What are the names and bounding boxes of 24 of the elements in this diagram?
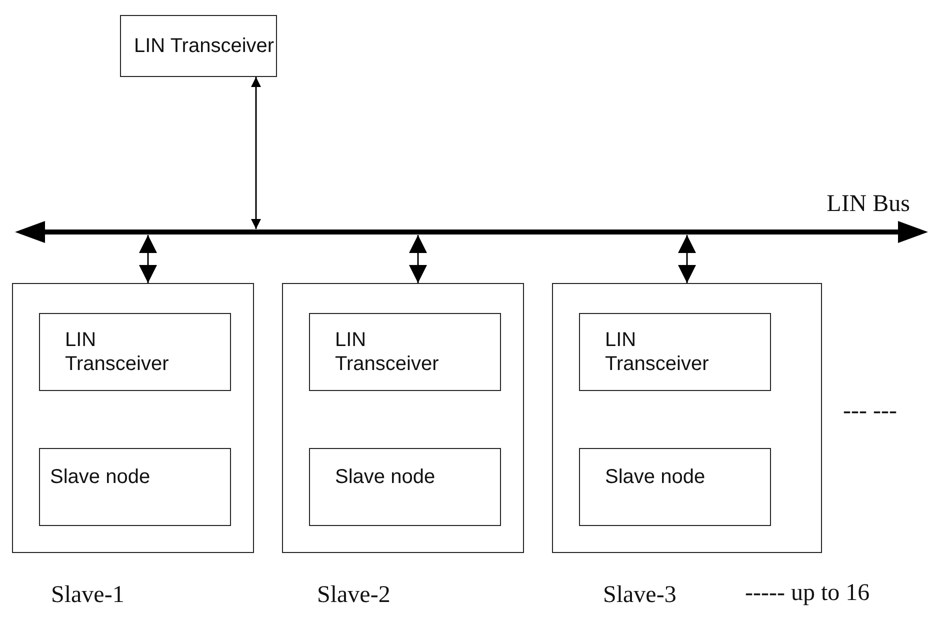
slave-node-box: [309, 448, 501, 526]
box-label: Slave node: [335, 465, 436, 489]
box-label: LIN Transceiver: [65, 328, 170, 376]
slave-title: Slave-1: [51, 582, 124, 609]
box-label: Slave node: [605, 465, 706, 489]
transceiver-box: [39, 313, 231, 391]
double-arrow: [409, 235, 427, 283]
note: ----- up to 16: [745, 580, 870, 607]
slave-node-box: [39, 448, 231, 526]
box-label: LIN Transceiver: [605, 328, 710, 376]
transceiver-box: [309, 313, 501, 391]
bus-name: LIN Bus: [826, 191, 910, 218]
slave-title: Slave-3: [603, 582, 676, 609]
transceiver-box: [120, 15, 277, 77]
box-label: LIN Transceiver: [335, 328, 440, 376]
double-arrow: [678, 235, 696, 283]
double-arrow: [139, 235, 157, 283]
double-arrow: [251, 77, 261, 229]
box-label: Slave node: [50, 465, 150, 489]
transceiver-box: [579, 313, 771, 391]
slave-title: Slave-2: [317, 582, 390, 609]
slave-node-box: [579, 448, 771, 526]
box-label: LIN Transceiver: [134, 34, 274, 58]
continuation-mark: --- ---: [843, 398, 897, 425]
